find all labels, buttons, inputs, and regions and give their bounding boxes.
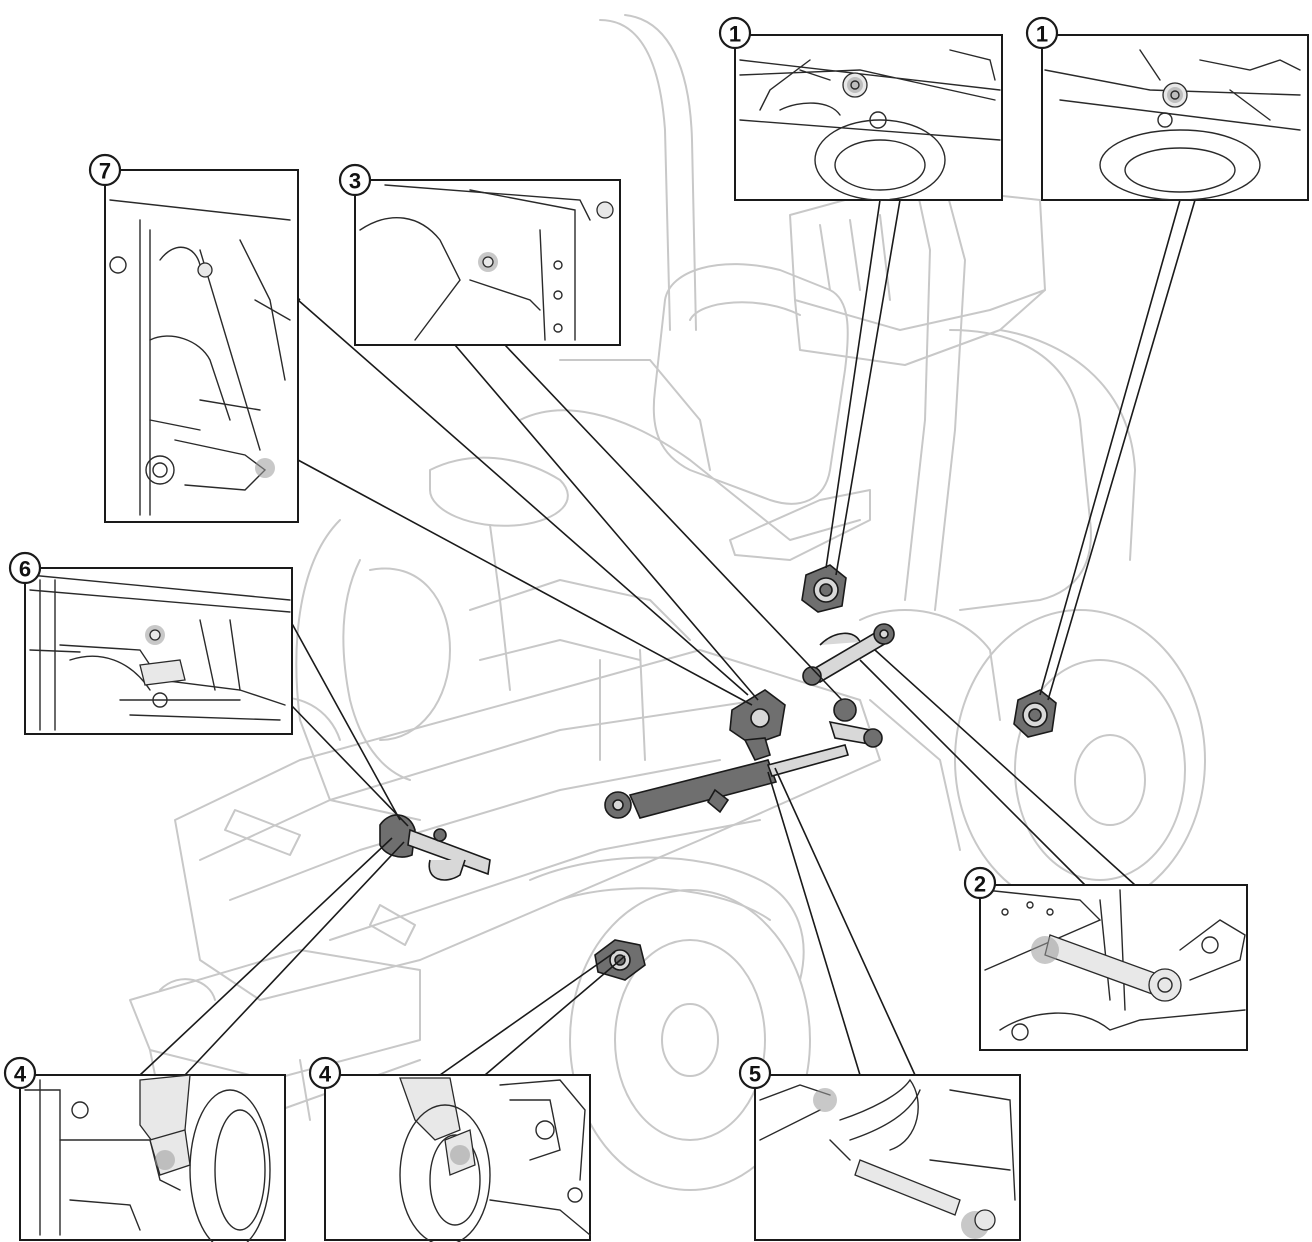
svg-text:5: 5 bbox=[749, 1062, 761, 1087]
callout-1-right: 1 bbox=[1025, 16, 1059, 50]
inset-5 bbox=[754, 1074, 1021, 1241]
svg-text:1: 1 bbox=[1036, 22, 1048, 47]
svg-text:2: 2 bbox=[974, 872, 986, 897]
front-axle-pivot bbox=[379, 814, 491, 881]
inset-3 bbox=[354, 179, 621, 346]
inset-4-left bbox=[19, 1074, 286, 1242]
svg-text:4: 4 bbox=[14, 1062, 27, 1087]
callout-6: 6 bbox=[8, 551, 42, 585]
inset-6 bbox=[24, 567, 293, 735]
svg-text:6: 6 bbox=[19, 557, 31, 582]
inset-1-left bbox=[734, 34, 1003, 201]
pivot-bearing-left bbox=[801, 564, 847, 613]
callout-2: 2 bbox=[963, 866, 997, 900]
callout-5: 5 bbox=[738, 1056, 772, 1090]
svg-text:3: 3 bbox=[349, 169, 361, 194]
svg-text:1: 1 bbox=[729, 22, 741, 47]
callout-1-left: 1 bbox=[718, 16, 752, 50]
inset-4-right bbox=[324, 1074, 591, 1242]
callout-7: 7 bbox=[88, 153, 122, 187]
steering-pivot bbox=[729, 689, 883, 761]
callout-3: 3 bbox=[338, 163, 372, 197]
callout-4-left: 4 bbox=[3, 1056, 37, 1090]
pivot-bearing-right bbox=[1013, 689, 1057, 738]
tie-rod bbox=[802, 623, 895, 686]
svg-text:7: 7 bbox=[99, 159, 111, 184]
inset-2 bbox=[979, 884, 1248, 1051]
inset-7 bbox=[104, 169, 299, 523]
leader-lines bbox=[139, 179, 1196, 1076]
steering-cylinder bbox=[604, 744, 850, 819]
svg-text:4: 4 bbox=[319, 1062, 332, 1087]
inset-1-right bbox=[1041, 34, 1309, 201]
callout-4-right: 4 bbox=[308, 1056, 342, 1090]
